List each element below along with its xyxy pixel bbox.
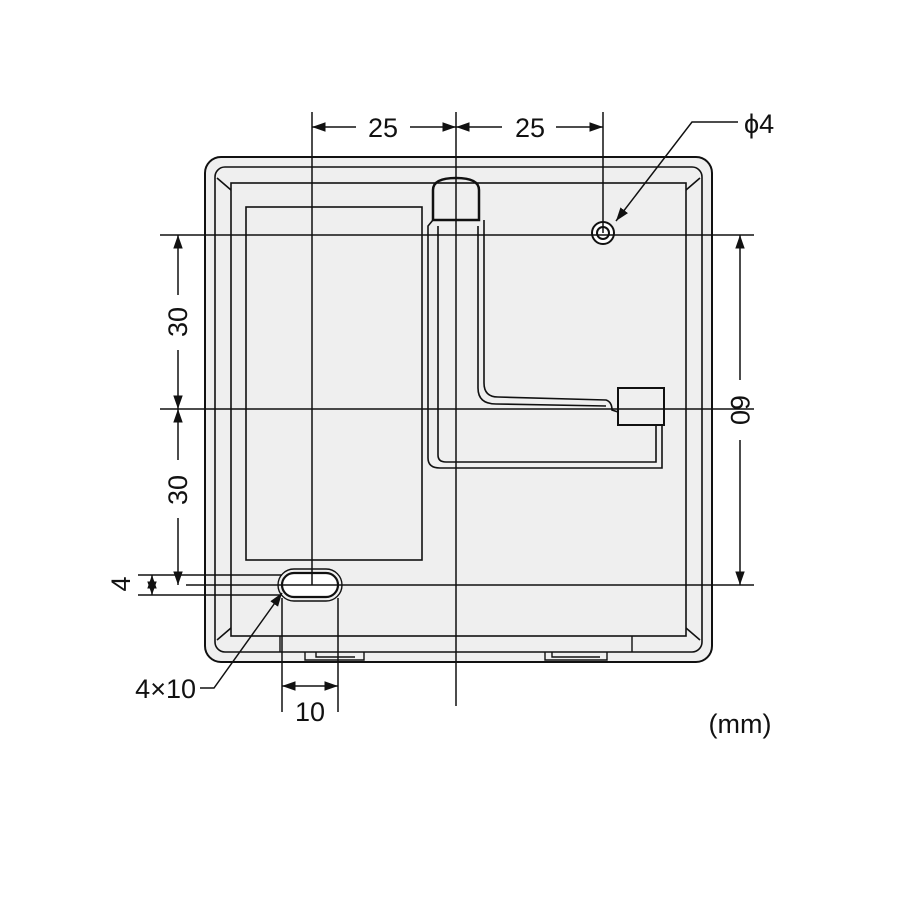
bottom-tabs (279, 636, 633, 661)
dim-slot-height: 4 (106, 576, 136, 591)
corner-chamfers (216, 177, 701, 641)
dim-slot-size: 4×10 (135, 674, 196, 704)
dim-left-upper: 30 (163, 307, 193, 337)
wiring-channel (427, 219, 663, 469)
label-area (245, 206, 423, 561)
connector-block (617, 387, 665, 426)
unit-label: (mm) (709, 709, 772, 739)
dim-top-right: 25 (515, 113, 545, 143)
dim-left-lower: 30 (163, 475, 193, 505)
dim-slot-width: 10 (295, 697, 325, 727)
dim-hole-diameter: ϕ4 (744, 109, 774, 139)
dim-right-total: 60 (725, 395, 755, 425)
dimension-lines (138, 112, 754, 712)
connector-cap (431, 176, 481, 222)
dim-top-left: 25 (368, 113, 398, 143)
